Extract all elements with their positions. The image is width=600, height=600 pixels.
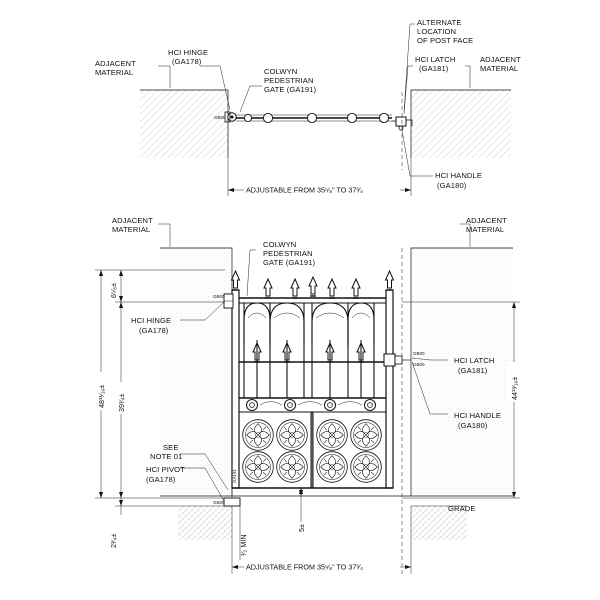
plan-right-wall bbox=[411, 90, 511, 158]
plan-latch-label-1: HCI LATCH bbox=[415, 55, 455, 64]
elev-gate-label-1: COLWYN bbox=[263, 240, 296, 249]
colwyn-gate bbox=[230, 270, 395, 489]
plan-hinge-tag: GB00 bbox=[214, 115, 226, 120]
elev-adjacent-right-2: MATERIAL bbox=[466, 225, 504, 234]
dim-top: 6⁵⁄₈± bbox=[109, 283, 118, 298]
plan-handle-label-1: HCI HANDLE bbox=[435, 171, 482, 180]
elev-left-wall bbox=[160, 248, 232, 496]
gate-tag: GA191 bbox=[232, 468, 237, 483]
gate-pickets-plan bbox=[243, 112, 390, 124]
elev-pivot-label-2: (GA178) bbox=[146, 475, 176, 484]
plan-left-wall bbox=[140, 90, 228, 158]
elev-latch-label-2: (GA181) bbox=[458, 366, 488, 375]
elev-hinge-label-2: (GA178) bbox=[139, 326, 169, 335]
plan-hinge-label-2: (GA178) bbox=[172, 57, 202, 66]
elev-right-wall bbox=[411, 248, 513, 496]
plan-alternate-3: OF POST FACE bbox=[417, 36, 473, 45]
elev-handle-label-1: HCI HANDLE bbox=[454, 411, 501, 420]
plan-latch bbox=[392, 116, 413, 131]
elev-handle-label-2: (GA180) bbox=[458, 421, 488, 430]
plan-gate-label-2: PEDESTRIAN bbox=[264, 76, 314, 85]
elev-pivot-label-1: HCI PIVOT bbox=[146, 465, 185, 474]
ground-left bbox=[178, 506, 232, 540]
elev-latch-handle bbox=[383, 353, 411, 367]
elev-note-label-2: NOTE 01 bbox=[150, 452, 182, 461]
tag-pivot: GB00 bbox=[213, 500, 225, 505]
elev-gate-label-3: GATE (GA191) bbox=[263, 258, 315, 267]
elev-hinge-label-1: HCI HINGE bbox=[131, 316, 171, 325]
elev-adjacent-left-1: ADJACENT bbox=[112, 216, 153, 225]
plan-gate-label-3: GATE (GA191) bbox=[264, 85, 316, 94]
plan-alternate-1: ALTERNATE bbox=[417, 18, 462, 27]
plan-adjacent-left-1: ADJACENT bbox=[95, 59, 136, 68]
plan-hinge bbox=[224, 111, 237, 123]
plan-latch-label-2: (GA181) bbox=[419, 64, 449, 73]
grade-label: GRADE bbox=[448, 504, 476, 513]
dim-clear: 5± bbox=[297, 524, 306, 532]
elev-latch-label-1: HCI LATCH bbox=[454, 356, 494, 365]
plan-gate-label-1: COLWYN bbox=[264, 67, 297, 76]
elev-hinge bbox=[223, 293, 234, 309]
dim-bottom: 2³⁄₄± bbox=[109, 533, 118, 548]
ground-right bbox=[411, 506, 467, 540]
plan-alternate-2: LOCATION bbox=[417, 27, 456, 36]
plan-width-dimension: ADJUSTABLE FROM 35⁵⁄₈" TO 37³⁄₄ bbox=[246, 186, 363, 195]
dim-overall-height: 48¹¹⁄₁₆± bbox=[97, 385, 106, 408]
elev-adjacent-left-2: MATERIAL bbox=[112, 225, 150, 234]
plan-hinge-label-1: HCI HINGE bbox=[168, 48, 208, 57]
plan-view: GB00 ADJACENT MATERIAL HCI HINGE (GA178)… bbox=[95, 18, 521, 196]
dim-right-height: 44¹³⁄₁₆± bbox=[510, 377, 519, 400]
dim-min: ¹⁄₂ MIN bbox=[239, 534, 248, 556]
plan-handle-label-2: (GA180) bbox=[437, 181, 467, 190]
tag-latch: GB00 bbox=[413, 351, 425, 356]
tag-hinge: GB00 bbox=[213, 294, 225, 299]
elev-width-dimension: ADJUSTABLE FROM 35⁵⁄₈" TO 37³⁄₄ bbox=[246, 563, 363, 572]
plan-adjacent-right-2: MATERIAL bbox=[480, 64, 518, 73]
tag-handle: GB00 bbox=[413, 362, 425, 367]
elev-note-label-1: SEE bbox=[163, 443, 179, 452]
plan-adjacent-left-2: MATERIAL bbox=[95, 68, 133, 77]
elev-adjacent-right-1: ADJACENT bbox=[466, 216, 507, 225]
roundels bbox=[246, 399, 376, 411]
plan-adjacent-right-1: ADJACENT bbox=[480, 55, 521, 64]
elev-gate-label-2: PEDESTRIAN bbox=[263, 249, 313, 258]
elevation-view: GB00 GB00 GB00 GB00 GA191 ADJACENT MATER… bbox=[94, 216, 520, 575]
dim-gate-height: 39¹⁄₄± bbox=[117, 393, 126, 412]
